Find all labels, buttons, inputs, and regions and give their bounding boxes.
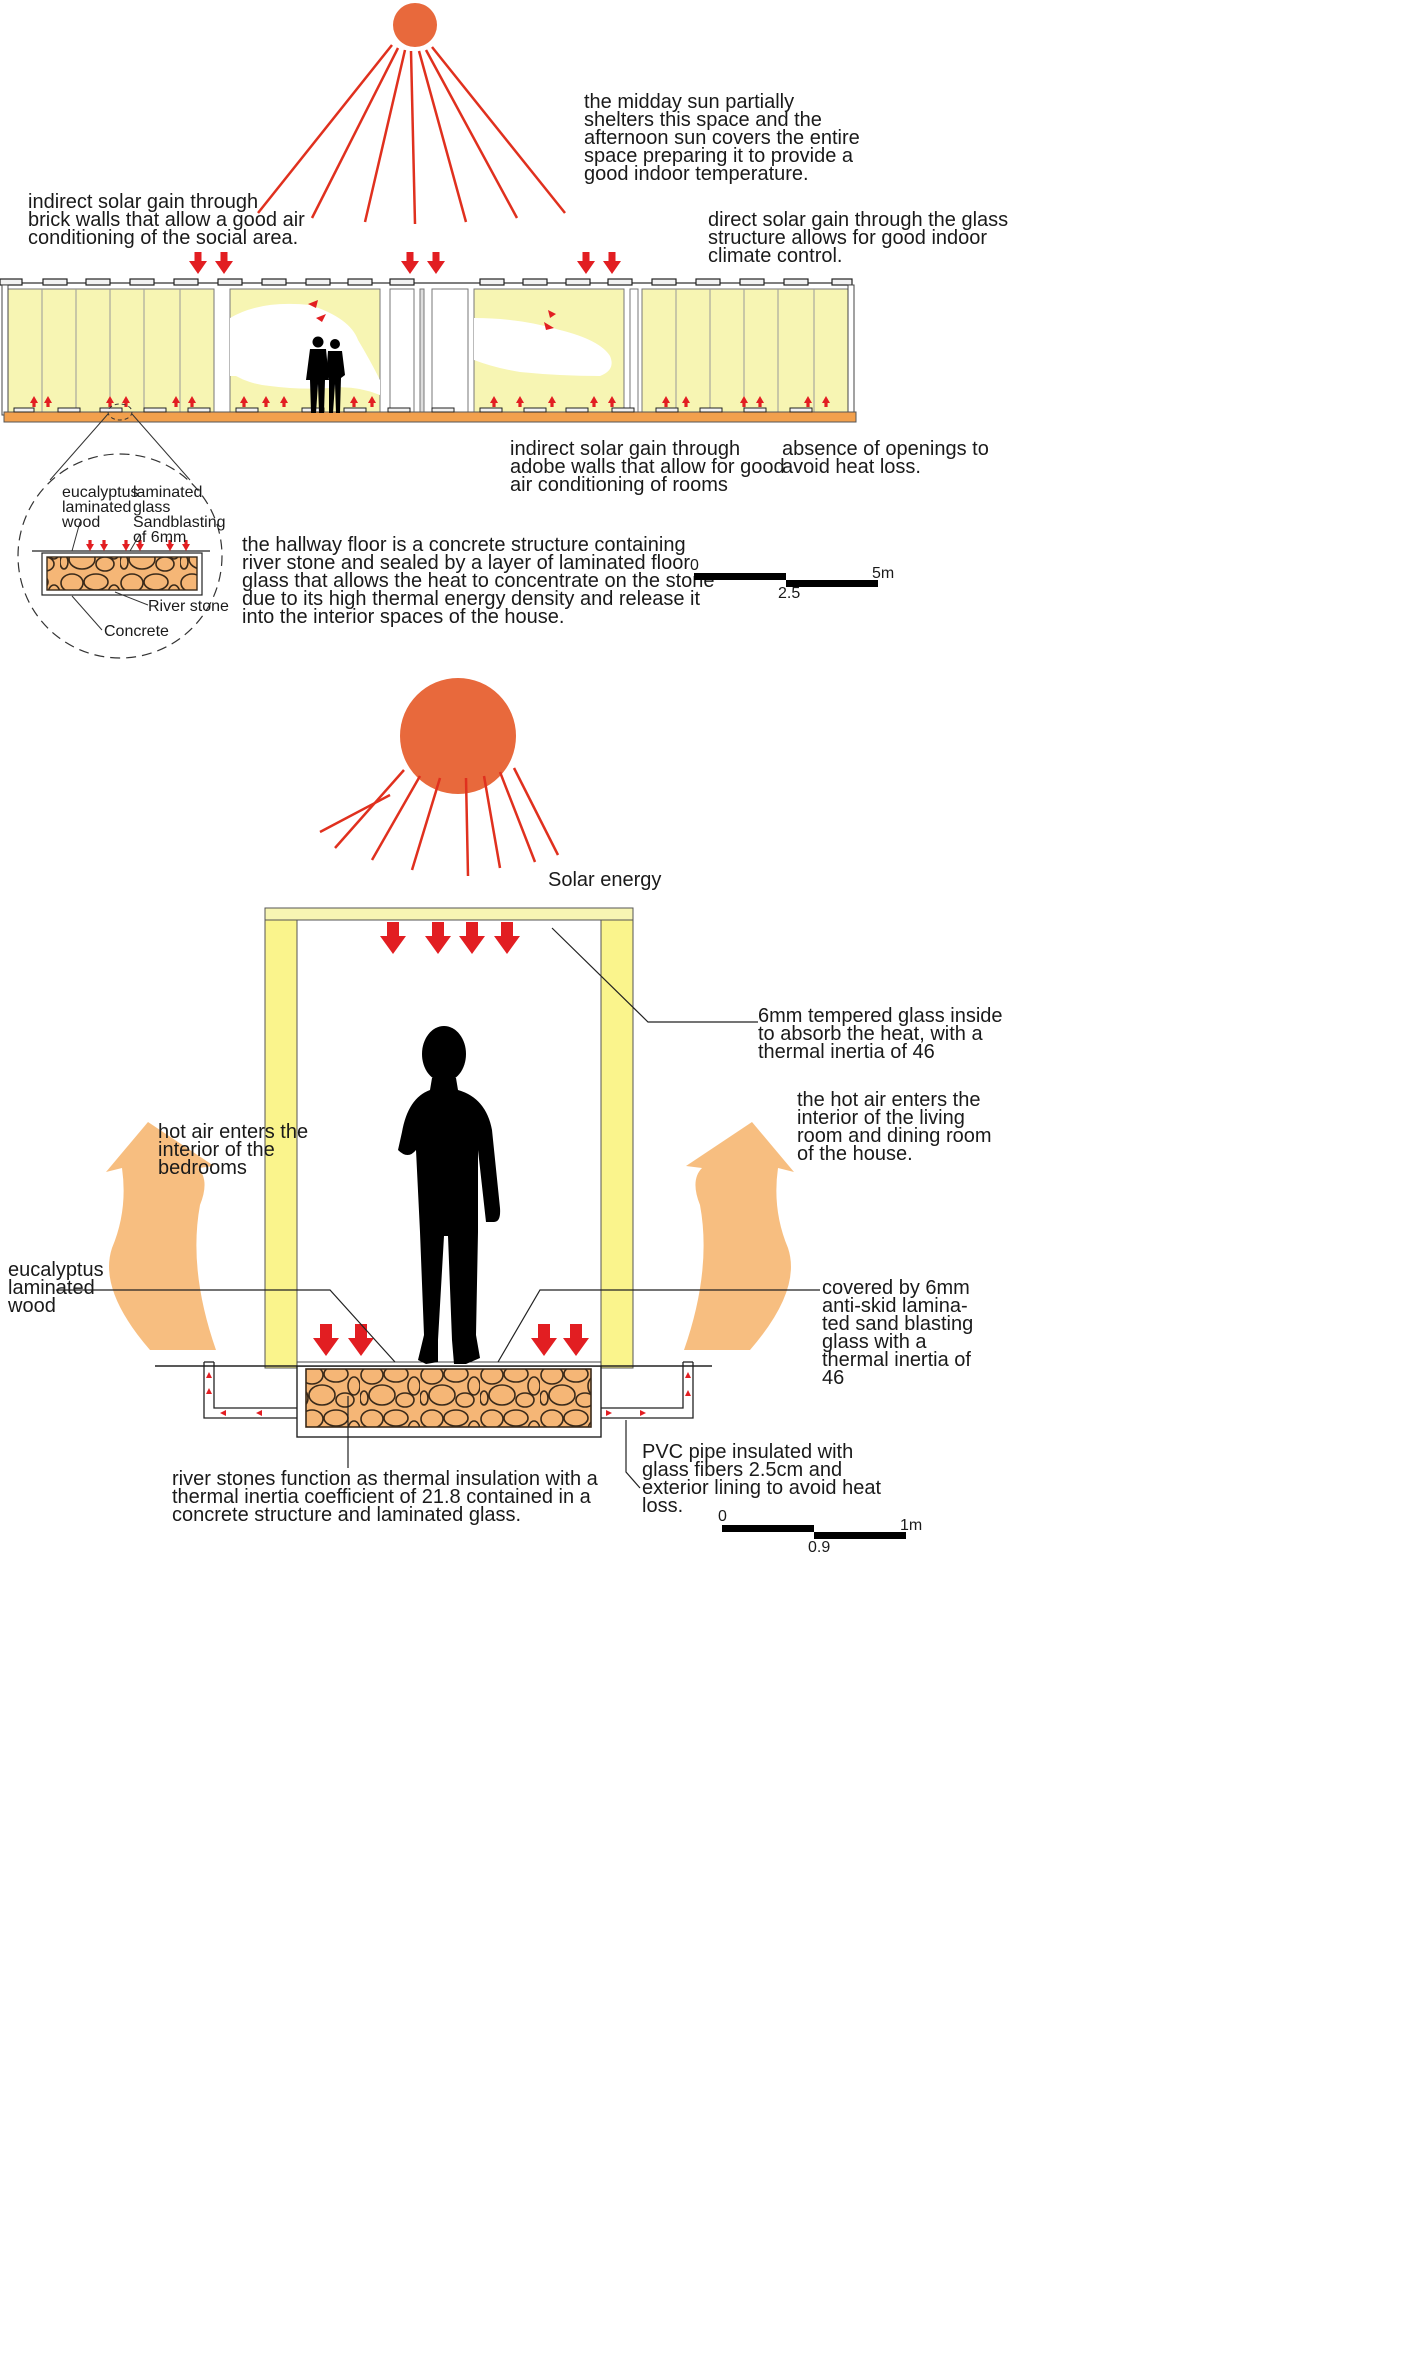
pvc-pipe-left bbox=[203, 1361, 297, 1419]
note-hot-air-bedrooms: hot air enters the interior of the bedro… bbox=[158, 1121, 314, 1179]
detail-label-glass: laminated glass Sandblasting of 6mm bbox=[133, 484, 230, 546]
house-section bbox=[0, 278, 857, 423]
note-tempered-glass: 6mm tempered glass inside to absorb the … bbox=[758, 1005, 1008, 1063]
sun-rays-bottom bbox=[319, 767, 560, 877]
note-indirect-adobe: indirect solar gain through adobe walls … bbox=[510, 438, 790, 496]
scale-bar-top: 0 2.5 5m bbox=[690, 557, 894, 602]
scale-bottom-mid: 0.9 bbox=[808, 1539, 830, 1556]
detail-label-concrete: Concrete bbox=[104, 623, 169, 640]
detail-label-eucalyptus: eucalyptus laminated wood bbox=[61, 484, 143, 531]
leader-lines bbox=[56, 927, 820, 1489]
hot-air-arrow-right bbox=[684, 1122, 794, 1350]
scale-top-start: 0 bbox=[690, 557, 699, 574]
scale-bottom-start: 0 bbox=[718, 1508, 727, 1525]
scale-bottom-end: 1m bbox=[900, 1517, 922, 1534]
floor-detail-callout bbox=[17, 403, 223, 659]
note-eucalyptus: eucalyptus laminated wood bbox=[7, 1259, 109, 1317]
note-covered-glass: covered by 6mm anti-skid lamina- ted san… bbox=[822, 1277, 979, 1389]
hot-air-arrow-left bbox=[106, 1122, 216, 1350]
sun-rays-top bbox=[257, 44, 566, 225]
pvc-pipe-right bbox=[601, 1361, 694, 1419]
scale-bar-bottom: 0 0.9 1m bbox=[718, 1508, 922, 1556]
hallway-frame bbox=[155, 907, 712, 1369]
scale-top-mid: 2.5 bbox=[778, 585, 800, 602]
note-absence-openings: absence of openings to avoid heat loss. bbox=[782, 438, 994, 478]
pipe-air-arrows bbox=[206, 1372, 691, 1416]
note-river-stones: river stones function as thermal insulat… bbox=[172, 1468, 603, 1526]
note-hot-air-living: the hot air enters the interior of the l… bbox=[797, 1089, 997, 1165]
label-solar-energy: Solar energy bbox=[548, 869, 661, 891]
note-hallway-floor: the hallway floor is a concrete structur… bbox=[242, 534, 720, 628]
scale-top-end: 5m bbox=[872, 565, 894, 582]
note-midday-sun: the midday sun partially shelters this s… bbox=[584, 91, 865, 185]
person-silhouette bbox=[398, 1026, 501, 1364]
roof-heat-arrows bbox=[189, 252, 621, 274]
stone-bed bbox=[296, 1365, 602, 1438]
note-pvc-pipe: PVC pipe insulated with glass fibers 2.5… bbox=[642, 1441, 887, 1517]
people-silhouette-top bbox=[306, 336, 345, 413]
detail-label-river-stone: River stone bbox=[148, 598, 229, 615]
sun-top bbox=[393, 3, 437, 47]
sun-bottom bbox=[400, 678, 516, 794]
note-indirect-brick: indirect solar gain through brick walls … bbox=[28, 191, 310, 249]
note-direct-glass: direct solar gain through the glass stru… bbox=[708, 209, 1014, 267]
